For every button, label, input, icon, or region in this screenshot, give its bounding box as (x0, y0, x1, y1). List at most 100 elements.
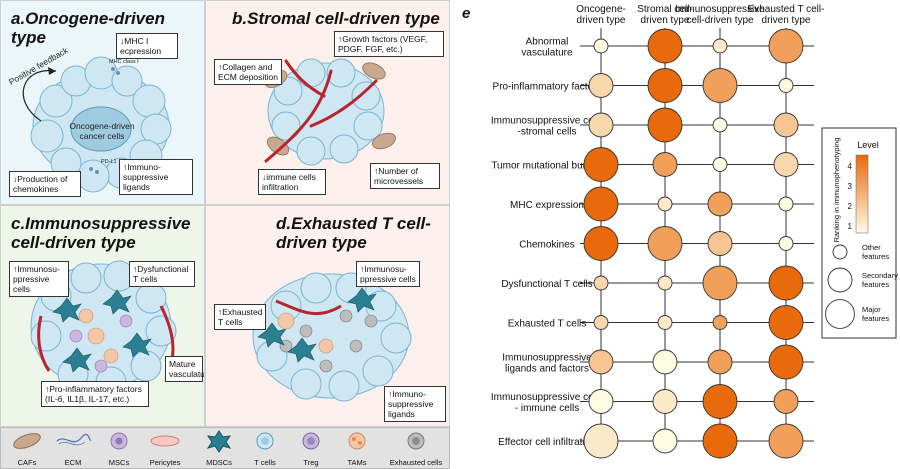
size-legend-label: features (862, 280, 889, 289)
tumor-illustration-b (264, 58, 396, 166)
panel-d-title: d.Exhausted T cell-driven type (276, 214, 431, 252)
feature-bubble (593, 38, 609, 54)
feature-bubble (773, 389, 799, 414)
row-label: -stromal cells (518, 127, 577, 138)
row-label: Abnormal (526, 37, 569, 48)
callout-dysfunctional-t: ↑Dysfunctional T cells (129, 261, 195, 287)
msc-icon (110, 432, 128, 450)
column-header: cell-driven type (686, 15, 754, 26)
feature-bubble (588, 389, 614, 414)
pericyte-icon (150, 435, 180, 447)
feature-bubble (773, 112, 799, 138)
legend-axis-label: Ranking in immunophenotyping (832, 137, 841, 242)
callout-immune-infiltration: ↓immune cells infiltration (258, 169, 326, 195)
ecm-icon (56, 433, 92, 446)
legend-label: TAMs (347, 458, 367, 467)
legend-mdscs: MDSCs (197, 428, 241, 469)
size-legend-label: features (862, 252, 889, 261)
legend-treg: Treg (289, 428, 333, 469)
column-header: driven type (641, 15, 690, 26)
row-label: Immunosuppressive cells (491, 116, 603, 127)
feature-bubble (773, 152, 799, 177)
feature-bubble (702, 384, 738, 419)
callout-collagen: ↑Collagen and ECM deposition (214, 59, 282, 85)
feature-bubble (707, 231, 733, 256)
tumor-illustration-a (22, 56, 172, 193)
feature-bubble (657, 315, 673, 330)
blood-vessel (264, 69, 333, 163)
callout-exhausted-t: ↑Exhausted T cells (214, 304, 266, 330)
column-header: Exhausted T cell- (748, 4, 825, 15)
tumor-illustration-d (252, 272, 412, 402)
feature-bubble (652, 152, 678, 177)
feature-bubble (593, 315, 609, 330)
callout-ligands: ↑Immuno-suppressive ligands (119, 159, 193, 195)
size-legend-label: Major (862, 305, 881, 314)
callout-immuno-ligands: ↑Immuno-suppressive ligands (384, 386, 446, 422)
core-cell (70, 106, 132, 152)
legend-label: Treg (303, 458, 319, 467)
panel-stromal-driven: b.Stromal cell-driven type ↑Growth facto… (205, 0, 450, 205)
mhc-tag: MHC class I (109, 59, 139, 65)
callout-chemokines: ↓Production of chemokines (9, 171, 81, 197)
legend-t-cells: T cells (243, 428, 287, 469)
legend-tams: TAMs (335, 428, 379, 469)
size-legend-circle (832, 244, 848, 260)
row-label: ligands and factors (505, 364, 589, 375)
feature-bubble (702, 265, 738, 301)
core-label: Oncogene-driven cancer cells (69, 121, 135, 141)
legend-label: MSCs (108, 458, 130, 467)
column-header: driven type (577, 15, 626, 26)
column-header: driven type (762, 15, 811, 26)
feature-bubble (593, 275, 609, 291)
feature-bubble (768, 344, 804, 380)
feature-bubble (778, 236, 794, 251)
feature-bubble (647, 68, 683, 103)
feature-bubble (702, 68, 738, 103)
feature-bubble (652, 428, 678, 454)
legend-title: Level (857, 140, 879, 150)
feature-bubble (647, 28, 683, 64)
row-label: Tumor mutational burden (491, 161, 602, 172)
feature-bubble (712, 117, 728, 133)
feature-bubble (652, 389, 678, 414)
callout-mhc: ↓MHC I ecpression (116, 33, 178, 59)
feature-bubble (583, 186, 619, 222)
feature-bubble (712, 38, 728, 54)
level-tick: 2 (848, 202, 853, 211)
size-legend-label: Secondary (862, 271, 898, 280)
pdl1-tag: PD-L1 (101, 159, 117, 165)
legend-label: ECM (64, 458, 82, 467)
feature-bubble (657, 275, 673, 291)
feature-bubble (588, 349, 614, 375)
feature-bubble (647, 107, 683, 143)
feature-bubble (707, 191, 733, 217)
feature-bubble (652, 349, 678, 375)
legend-label: Pericytes (149, 458, 181, 467)
legend-pericytes: Pericytes (143, 428, 187, 469)
legend-label: T cells (254, 458, 276, 467)
row-label: Exhausted T cells (508, 319, 587, 330)
treg-icon (302, 432, 320, 450)
row-label: Pro-inflammatory factors (493, 82, 602, 93)
feature-bubble (712, 157, 728, 172)
column-header: Stromal cell- (637, 4, 693, 15)
legend-exhausted-cells: Exhausted cells (383, 428, 449, 469)
feature-bubble (583, 226, 619, 261)
legend-label: CAFs (17, 458, 37, 467)
panel-a-title: a.Oncogene-driven type (11, 9, 165, 47)
tam-icon (348, 432, 366, 450)
feature-bubble (768, 423, 804, 459)
row-label: Immunosuppressive cells (491, 392, 603, 403)
feature-bubble (778, 78, 794, 93)
panel-exhausted-driven: d.Exhausted T cell-driven type ↑Immunosu… (205, 205, 450, 427)
mdsc-icon (206, 430, 232, 453)
row-label: Chemokines (519, 240, 575, 251)
callout-immunosuppressive-cells-d: ↑Immunosu-ppressive cells (356, 261, 420, 287)
feature-bubble (768, 265, 804, 301)
row-label: MHC expression (510, 200, 584, 211)
level-tick: 4 (848, 162, 853, 171)
row-label: Immunosuppressive (502, 353, 592, 364)
feature-bubble (702, 423, 738, 459)
